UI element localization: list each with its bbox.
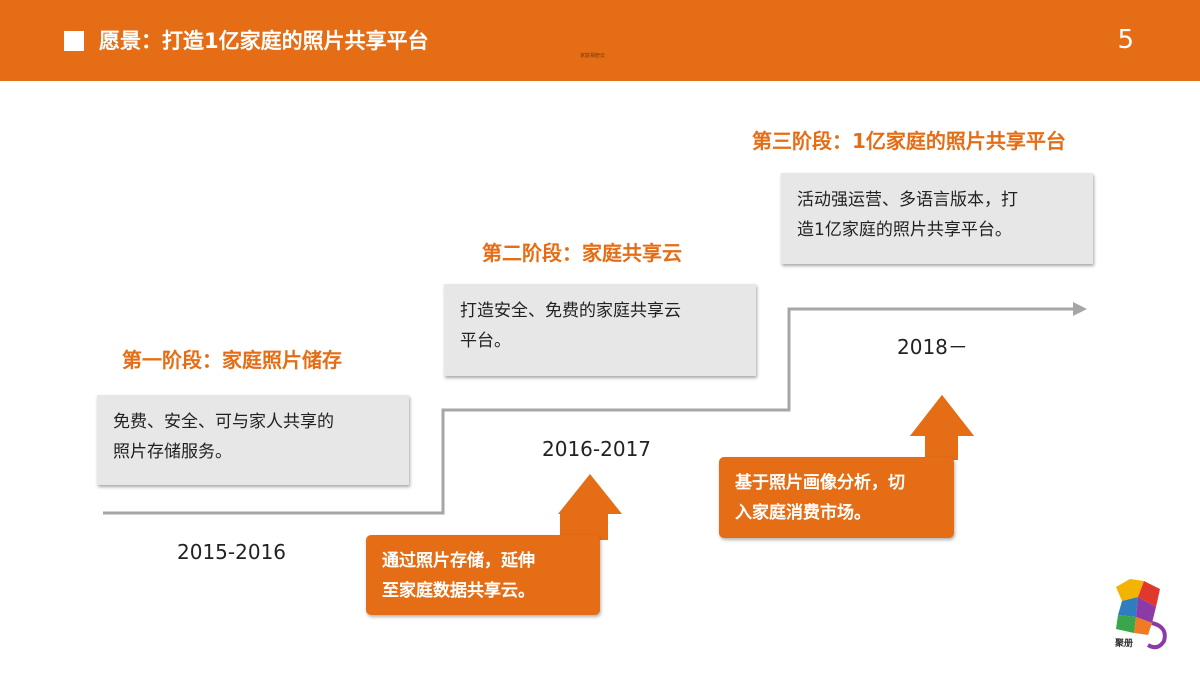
transition-arrow-2-shape [910, 395, 974, 460]
transition-1-box: 通过照片存储，延伸 至家庭数据共享云。 [366, 535, 600, 615]
brand-logo-icon [1116, 579, 1167, 650]
stage-2-title: 第二阶段：家庭共享云 [482, 241, 682, 265]
transition-2-line-2: 入家庭消费市场。 [735, 503, 871, 523]
transition-arrow-1-shape [558, 474, 622, 540]
stage-3-title: 第三阶段：1亿家庭的照片共享平台 [752, 129, 1066, 153]
header-bar: 愿景：打造1亿家庭的照片共享平台 家庭相册云 5 [0, 0, 1200, 81]
stage-1-years: 2015-2016 [177, 540, 287, 564]
transition-2-line-1: 基于照片画像分析，切 [735, 473, 905, 493]
stage-1-description-line-1: 免费、安全、可与家人共享的 [113, 412, 334, 432]
stage-2-years: 2016-2017 [542, 437, 652, 461]
timeline-staircase-line [103, 307, 1075, 515]
stage-3-description: 活动强运营、多语言版本，打 造1亿家庭的照片共享平台。 [781, 173, 1093, 264]
stage-3-description-line-2: 造1亿家庭的照片共享平台。 [797, 220, 1012, 240]
stage-3-years: 2018－ [897, 335, 968, 359]
page-number: 5 [1117, 25, 1134, 55]
timeline-arrowhead [1073, 302, 1087, 316]
page-title: 愿景：打造1亿家庭的照片共享平台 [99, 29, 429, 53]
stage-2-description-line-1: 打造安全、免费的家庭共享云 [460, 301, 681, 321]
brand-logo-text: 聚册 [1115, 639, 1134, 649]
stage-2-description-line-2: 平台。 [460, 331, 511, 351]
stage-3-description-line-1: 活动强运营、多语言版本，打 [797, 190, 1018, 210]
transition-1-line-2: 至家庭数据共享云。 [382, 581, 535, 601]
stage-1-description: 免费、安全、可与家人共享的 照片存储服务。 [97, 395, 409, 485]
stage-2-description: 打造安全、免费的家庭共享云 平台。 [444, 284, 756, 376]
stage-1-description-line-2: 照片存储服务。 [113, 442, 232, 462]
transition-2-box: 基于照片画像分析，切 入家庭消费市场。 [719, 457, 954, 538]
stage-1-title: 第一阶段：家庭照片储存 [122, 348, 342, 372]
title-square-icon [64, 31, 84, 51]
tiny-caption: 家庭相册云 [580, 53, 606, 59]
transition-1-line-1: 通过照片存储，延伸 [382, 551, 535, 571]
